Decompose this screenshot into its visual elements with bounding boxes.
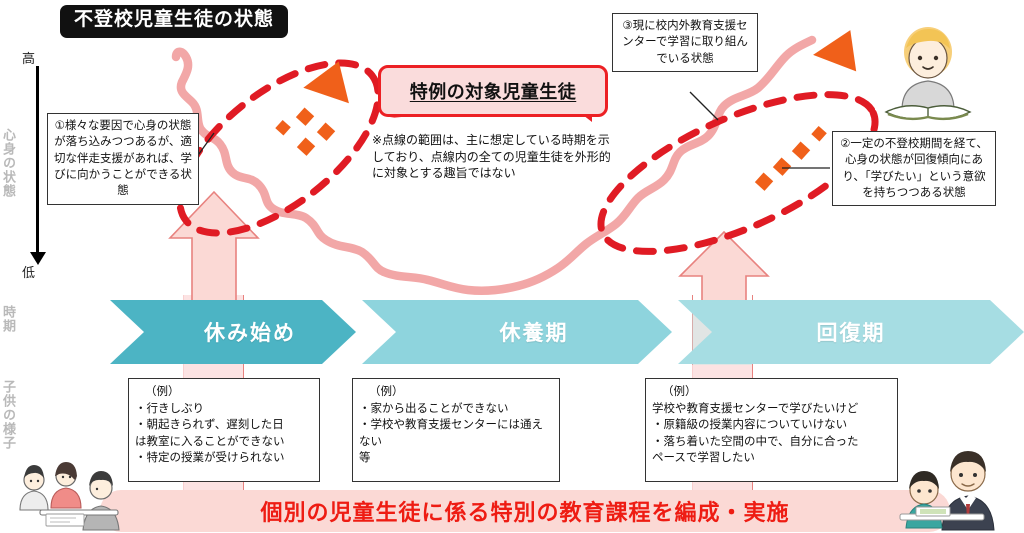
phase-timeline: 休み始め 休養期 回復期 <box>110 300 1024 364</box>
phase-label-1: 休み始め <box>204 322 296 345</box>
example-3-line-3: ・落ち着いた空間の中で、自分に合った <box>652 435 859 448</box>
example-3-line-4: ペースで学習したい <box>652 452 755 465</box>
example-2-line-2: ・学校や教育支援センターには通えない <box>359 419 543 448</box>
right-edge-spacer <box>1022 0 1024 533</box>
axis-tick-low: 低 <box>22 265 36 280</box>
phase-chevron-3 <box>678 300 1024 364</box>
example-2-line-3: 等 <box>359 452 371 465</box>
axis-tick-high: 高 <box>22 51 36 66</box>
example-3-line-1: 学校や教育支援センターで学びたいけど <box>652 402 859 415</box>
example-2-head: （例） <box>369 386 404 398</box>
example-3-line-2: ・原籍級の授業内容についていけない <box>652 419 848 432</box>
example-box-2: （例） ・家から出ることができない ・学校や教育支援センターには通えない 等 <box>352 378 560 482</box>
axis-label-mental-state: 心身の状態 <box>1 128 16 198</box>
phase-chevron-2 <box>362 300 672 364</box>
boy-reading-icon <box>884 27 972 121</box>
bottom-banner: 個別の児童生徒に係る特別の教育課程を編成・実施 <box>100 490 950 532</box>
phase-label-2: 休養期 <box>499 322 569 345</box>
group-meeting-icon <box>19 462 120 531</box>
example-box-1: （例） ・行きしぶり ・朝起きられず、遅刻した日 は教室に入ることができない ・… <box>128 378 320 482</box>
target-students-callout: 特例の対象児童生徒 <box>378 65 608 117</box>
state-box-one: ①様々な要因で心身の状態が落ち込みつつあるが、適切な伴走支援があれば、学びに向か… <box>47 113 199 205</box>
example-1-line-3: は教室に入ることができない <box>135 435 285 448</box>
example-box-3: （例） 学校や教育支援センターで学びたいけど ・原籍級の授業内容についていけない… <box>645 378 898 482</box>
example-1-line-1: ・行きしぶり <box>135 402 204 415</box>
leader-line-box3 <box>689 91 719 121</box>
bottom-banner-label: 個別の児童生徒に係る特別の教育課程を編成・実施 <box>260 500 790 525</box>
axis-arrow-shaft <box>36 66 39 256</box>
up-arrow-left <box>168 190 260 306</box>
page-title: 不登校児童生徒の状態 <box>60 5 289 38</box>
axis-label-period: 時期 <box>1 305 16 333</box>
example-1-head: （例） <box>145 386 180 398</box>
phase-chevron-1 <box>110 300 356 364</box>
example-1-line-2: ・朝起きられず、遅刻した日 <box>135 419 284 432</box>
axis-arrow-head-icon <box>30 252 46 265</box>
state-box-three: ③現に校内外教育支援センターで学習に取り組んでいる状態 <box>612 13 758 72</box>
state-box-two: ②一定の不登校期間を経て、心身の状態が回復傾向にあり、「学びたい」という意欲を持… <box>832 131 996 207</box>
up-arrow-right <box>678 230 770 310</box>
phase-label-3: 回復期 <box>816 322 886 345</box>
target-students-label: 特例の対象児童生徒 <box>409 82 577 102</box>
axis-label-child-condition: 子供の様子 <box>1 380 16 450</box>
example-2-line-1: ・家から出ることができない <box>359 402 509 415</box>
example-3-head: （例） <box>662 386 697 398</box>
teacher-tutoring-icon <box>899 451 995 531</box>
example-1-line-4: ・特定の授業が受けられない <box>135 452 285 465</box>
